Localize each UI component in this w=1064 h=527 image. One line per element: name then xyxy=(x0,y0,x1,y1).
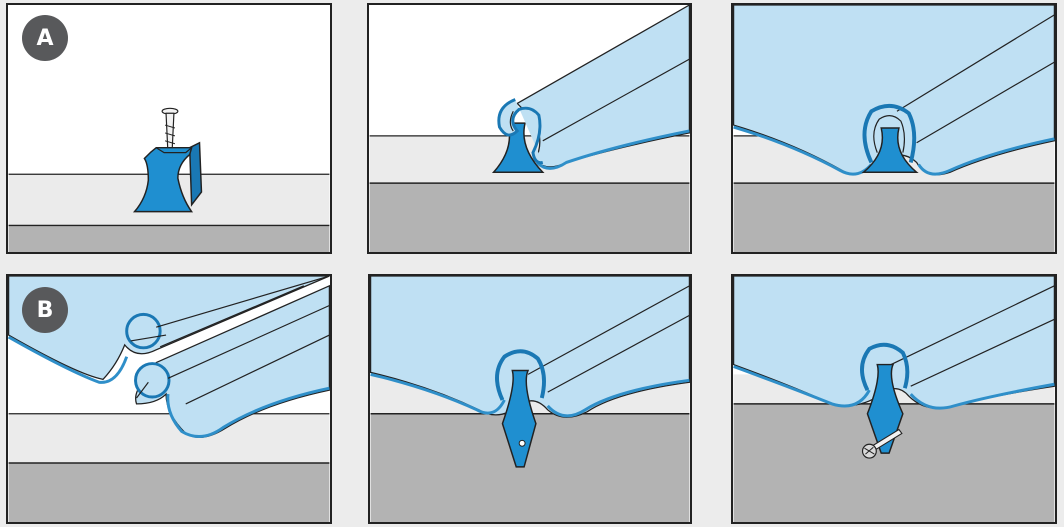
step-badge-a: A xyxy=(22,15,68,61)
joining-pin-clip xyxy=(866,363,904,454)
fixing-clip xyxy=(861,127,919,174)
panel-a-step-3 xyxy=(731,3,1057,254)
step-badge-b: B xyxy=(22,287,68,333)
screw-icon xyxy=(161,107,179,156)
panel-b-step-2 xyxy=(368,274,692,524)
liner-attach-illustration xyxy=(369,5,690,252)
fixing-clip xyxy=(132,141,203,213)
pool-liner xyxy=(733,5,1055,176)
pool-liner-upper xyxy=(8,276,330,384)
pool-liner xyxy=(497,5,690,170)
pool-liner xyxy=(370,276,690,418)
liner-engaged-illustration xyxy=(733,5,1055,252)
fixing-clip xyxy=(491,122,545,174)
panel-a-step-2 xyxy=(367,3,692,254)
joining-pin-clip xyxy=(501,369,537,468)
liner-join-illustration xyxy=(370,276,690,522)
liner-secured-illustration xyxy=(733,276,1055,522)
panel-b-step-3 xyxy=(731,274,1057,524)
pool-liner-lower xyxy=(134,284,330,438)
screw-icon xyxy=(861,428,903,459)
pool-liner xyxy=(733,276,1055,410)
